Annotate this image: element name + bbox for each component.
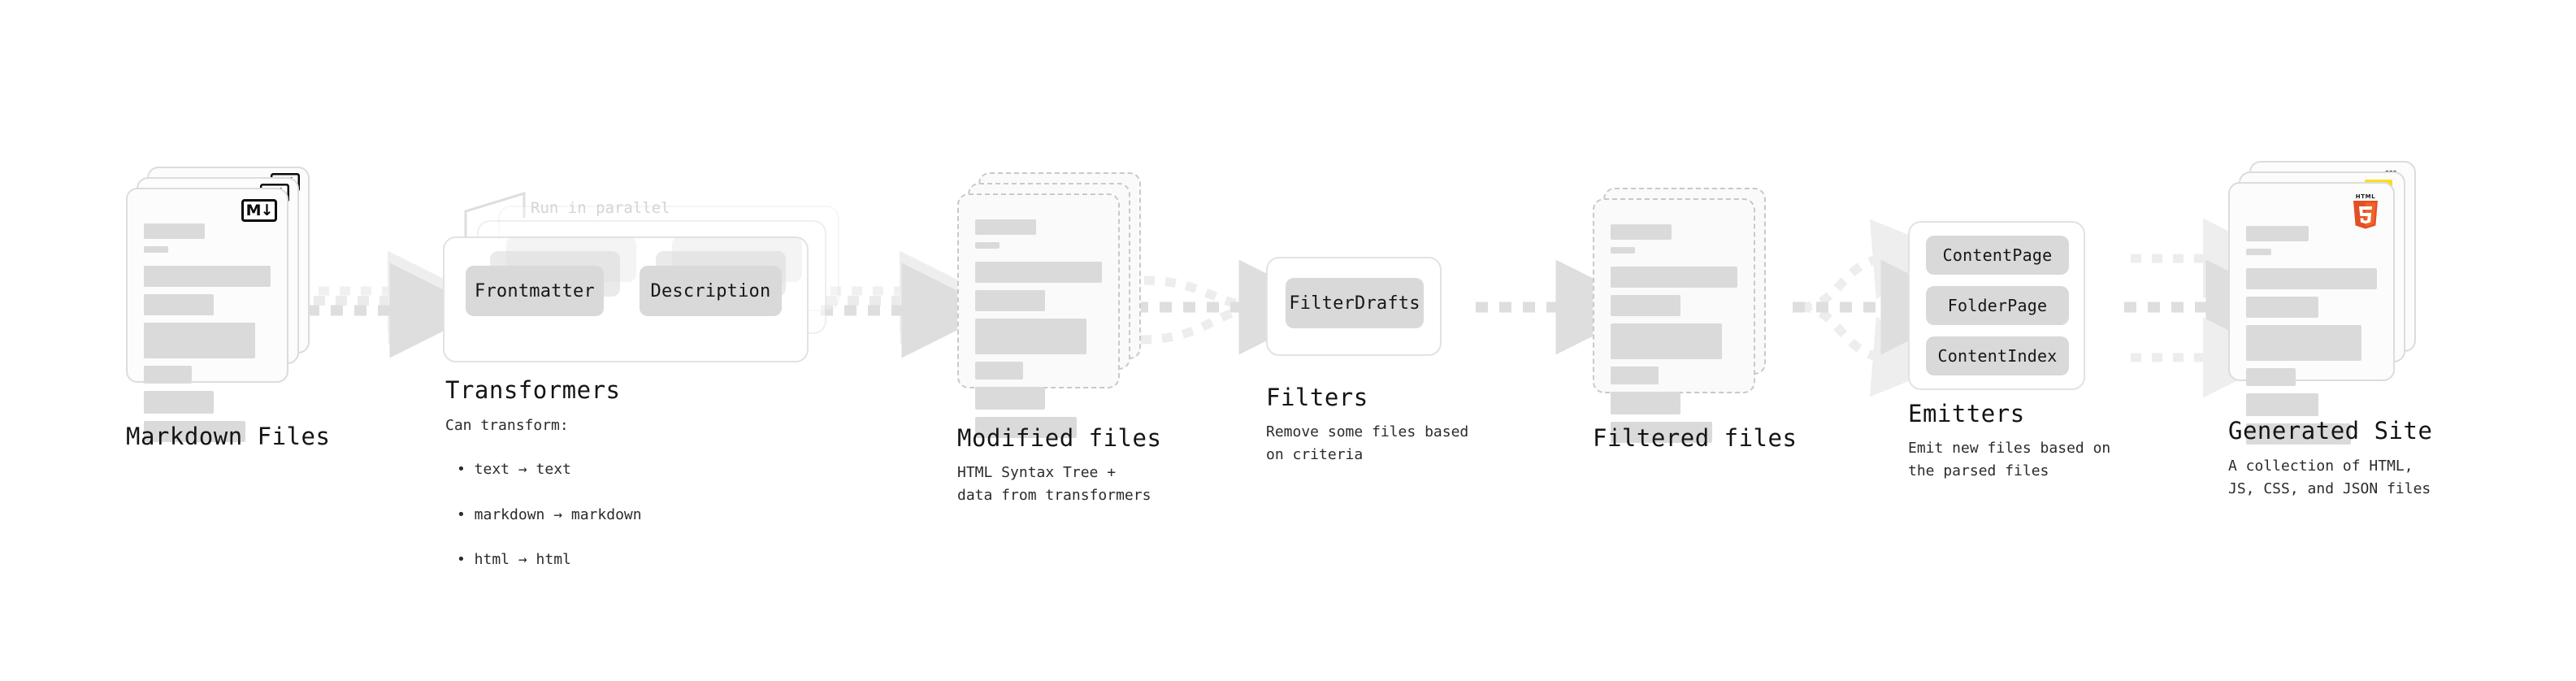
skeleton-line bbox=[1611, 367, 1659, 384]
transformers-title: Transformers bbox=[445, 376, 621, 404]
skeleton-line bbox=[144, 246, 168, 253]
emitters-subtitle: Emit new files based on the parsed files bbox=[1908, 440, 2111, 479]
html5-badge: HTML bbox=[2349, 192, 2382, 229]
chip-frontmatter[interactable]: Frontmatter bbox=[466, 266, 604, 316]
stage-generated-site[interactable]: CSS HTML bbox=[2228, 161, 2423, 445]
transformers-bullet: • html → html bbox=[457, 551, 571, 569]
modified-card-skeleton bbox=[975, 219, 1102, 445]
skeleton-line bbox=[144, 366, 193, 384]
arrow-markdown-to-transformers bbox=[307, 250, 485, 358]
transformers-bullets: • text → text • markdown → markdown • ht… bbox=[457, 436, 642, 594]
skeleton-line bbox=[2246, 368, 2296, 386]
arrow-modified-to-filters bbox=[1136, 259, 1334, 355]
chip-filterdrafts[interactable]: FilterDrafts bbox=[1286, 278, 1424, 328]
generated-site-title: Generated Site bbox=[2228, 417, 2433, 445]
transformers-bullet: • markdown → markdown bbox=[457, 505, 642, 523]
skeleton-line bbox=[1611, 323, 1723, 359]
arrow-emitters-to-site bbox=[2124, 218, 2301, 398]
filters-title: Filters bbox=[1266, 384, 1368, 411]
svg-text:HTML: HTML bbox=[2356, 193, 2375, 200]
skeleton-line bbox=[975, 262, 1102, 283]
modified-files-subtitle: HTML Syntax Tree + data from transformer… bbox=[957, 464, 1151, 504]
skeleton-line bbox=[975, 319, 1087, 354]
skeleton-line bbox=[144, 421, 245, 442]
skeleton-line bbox=[2246, 249, 2271, 255]
chip-contentpage[interactable]: ContentPage bbox=[1926, 236, 2069, 275]
skeleton-line bbox=[1611, 392, 1680, 414]
markdown-card-skeleton bbox=[144, 223, 271, 449]
skeleton-line bbox=[144, 294, 214, 315]
filtered-card-skeleton bbox=[1611, 224, 1737, 450]
skeleton-line bbox=[975, 362, 1024, 380]
skeleton-line bbox=[1611, 267, 1737, 288]
skeleton-line bbox=[2246, 297, 2318, 318]
filters-subtitle: Remove some files based on criteria bbox=[1266, 423, 1469, 463]
arrow-filtered-to-emitters bbox=[1793, 219, 1976, 397]
stage-markdown-files[interactable]: M↓ M↓ M↓ bbox=[126, 167, 313, 442]
skeleton-line bbox=[2246, 423, 2351, 445]
stage-modified-files[interactable] bbox=[957, 172, 1144, 438]
skeleton-line bbox=[1611, 247, 1635, 254]
filtered-files-title: Filtered files bbox=[1593, 424, 1798, 452]
skeleton-line bbox=[2246, 268, 2377, 289]
skeleton-line bbox=[1611, 422, 1712, 443]
modified-files-title: Modified files bbox=[957, 424, 1162, 452]
modified-card-front[interactable] bbox=[957, 193, 1120, 438]
skeleton-line bbox=[975, 387, 1045, 410]
markdown-files-title: Markdown Files bbox=[126, 423, 331, 450]
markdown-badge: M↓ bbox=[241, 199, 277, 222]
chip-contentindex[interactable]: ContentIndex bbox=[1926, 336, 2069, 375]
skeleton-line bbox=[975, 290, 1045, 311]
skeleton-line bbox=[144, 266, 271, 287]
emitters-title: Emitters bbox=[1908, 400, 2025, 427]
skeleton-line bbox=[144, 223, 205, 239]
transformers-intro: Can transform: bbox=[445, 417, 569, 434]
skeleton-line bbox=[144, 323, 256, 358]
skeleton-line bbox=[144, 391, 214, 414]
stage-filtered-files[interactable] bbox=[1593, 177, 1780, 443]
transformers-bullet: • text → text bbox=[457, 460, 571, 478]
filtered-card-front[interactable] bbox=[1593, 198, 1755, 443]
site-card-front[interactable]: HTML bbox=[2228, 182, 2395, 445]
chip-folderpage[interactable]: FolderPage bbox=[1926, 286, 2069, 325]
run-in-parallel-label: Run in parallel bbox=[531, 199, 670, 217]
skeleton-line bbox=[1611, 295, 1680, 316]
skeleton-line bbox=[2246, 325, 2361, 361]
skeleton-line bbox=[2246, 393, 2318, 416]
generated-site-subtitle: A collection of HTML, JS, CSS, and JSON … bbox=[2228, 458, 2431, 497]
chip-description[interactable]: Description bbox=[640, 266, 782, 316]
skeleton-line bbox=[975, 219, 1036, 235]
site-card-skeleton bbox=[2246, 226, 2377, 452]
skeleton-line bbox=[1611, 224, 1672, 240]
skeleton-line bbox=[975, 242, 1000, 249]
skeleton-line bbox=[2246, 226, 2309, 241]
markdown-card-front[interactable]: M↓ bbox=[126, 188, 288, 442]
skeleton-line bbox=[975, 417, 1077, 438]
